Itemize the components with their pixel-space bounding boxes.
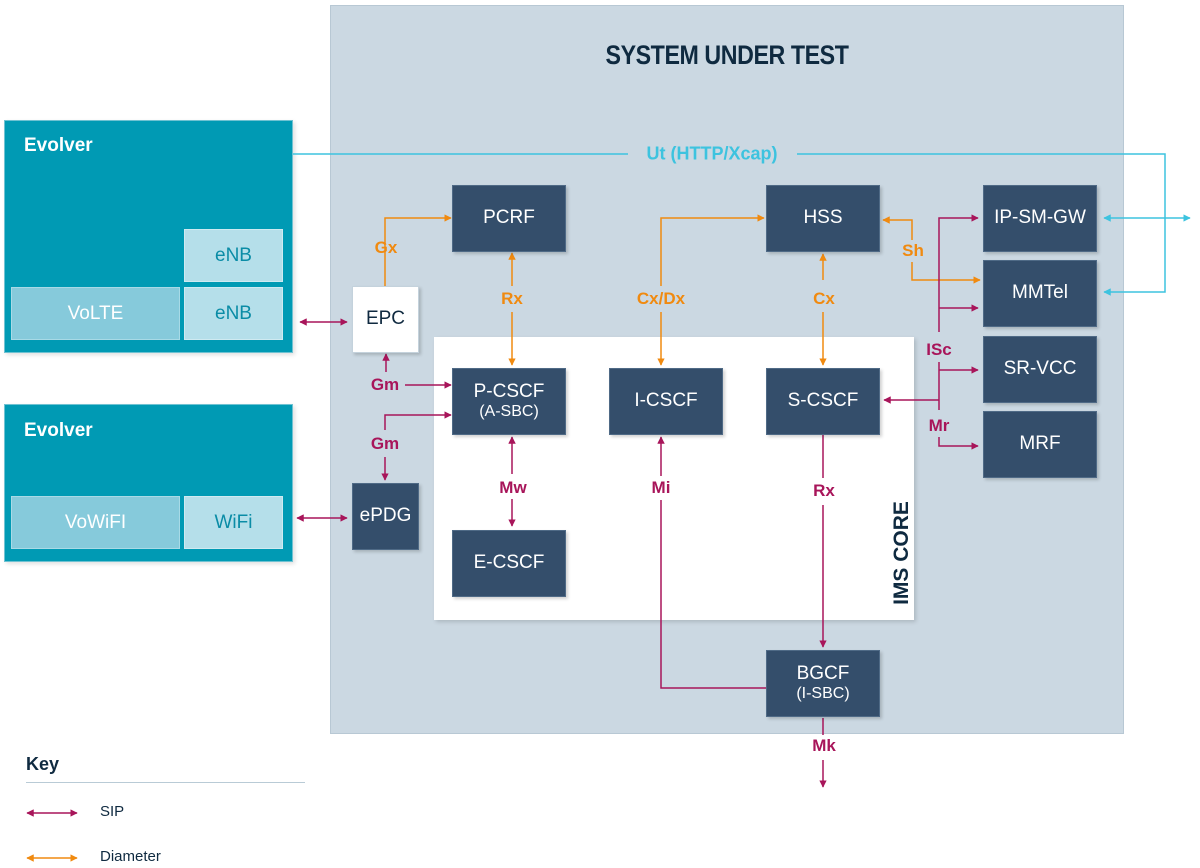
label-isc: ISc [926,340,952,359]
key-title: Key [26,754,60,774]
wifi-block[interactable]: WiFi [184,496,283,549]
node-p-cscf[interactable]: P-CSCF (A-SBC) [452,368,566,435]
label-mk: Mk [812,736,836,755]
label-rx-scscf: Rx [813,481,835,500]
label-cx: Cx [813,289,835,308]
node-hss[interactable]: HSS [766,185,880,252]
node-bgcf[interactable]: BGCF (I-SBC) [766,650,880,717]
label-ut: Ut (HTTP/Xcap) [646,143,778,164]
key-sip-label: SIP [100,803,125,820]
node-pcrf[interactable]: PCRF [452,185,566,252]
key-diameter-label: Diameter [100,848,161,865]
node-epc[interactable]: EPC [352,286,419,353]
label-gx: Gx [374,238,398,257]
label-gm-epc: Gm [370,375,400,394]
bgcf-alias: (I-SBC) [796,685,850,703]
vowifi-block[interactable]: VoWiFI [11,496,180,549]
enb-block-bottom[interactable]: eNB [184,287,283,340]
key-divider [26,782,305,783]
evolver-wifi-title: Evolver [24,420,93,441]
bgcf-name: BGCF [796,663,850,685]
mi-line-lower [660,500,766,689]
node-mmtel[interactable]: MMTel [983,260,1097,327]
node-mrf[interactable]: MRF [983,411,1097,478]
ut-line-right [797,153,1166,296]
node-s-cscf[interactable]: S-CSCF [766,368,880,435]
gx-line [384,214,452,286]
label-mw: Mw [499,478,527,497]
system-under-test-title: SYSTEM UNDER TEST [605,40,849,70]
sh-line-up [882,216,913,240]
node-epdg[interactable]: ePDG [352,483,419,550]
node-e-cscf[interactable]: E-CSCF [452,530,566,597]
label-sh: Sh [902,241,924,260]
node-i-cscf[interactable]: I-CSCF [609,368,723,435]
isc-trunk-top [938,214,979,332]
p-cscf-alias: (A-SBC) [479,403,539,421]
label-rx-pcrf: Rx [501,289,523,308]
label-mi: Mi [651,478,671,497]
volte-block[interactable]: VoLTE [11,287,180,340]
label-cx-dx: Cx/Dx [636,289,686,308]
label-mr: Mr [928,416,950,435]
mr-mrf [938,437,979,450]
enb-block-top[interactable]: eNB [184,229,283,282]
node-ip-sm-gw[interactable]: IP-SM-GW [983,185,1097,252]
sh-line-down [911,262,981,284]
label-gm-epdg: Gm [370,434,400,453]
node-sr-vcc[interactable]: SR-VCC [983,336,1097,403]
gm-epdg-pcscf [384,411,452,430]
evolver-lte-title: Evolver [24,135,93,156]
p-cscf-name: P-CSCF [473,381,545,403]
cx-dx-line-up [660,214,765,286]
